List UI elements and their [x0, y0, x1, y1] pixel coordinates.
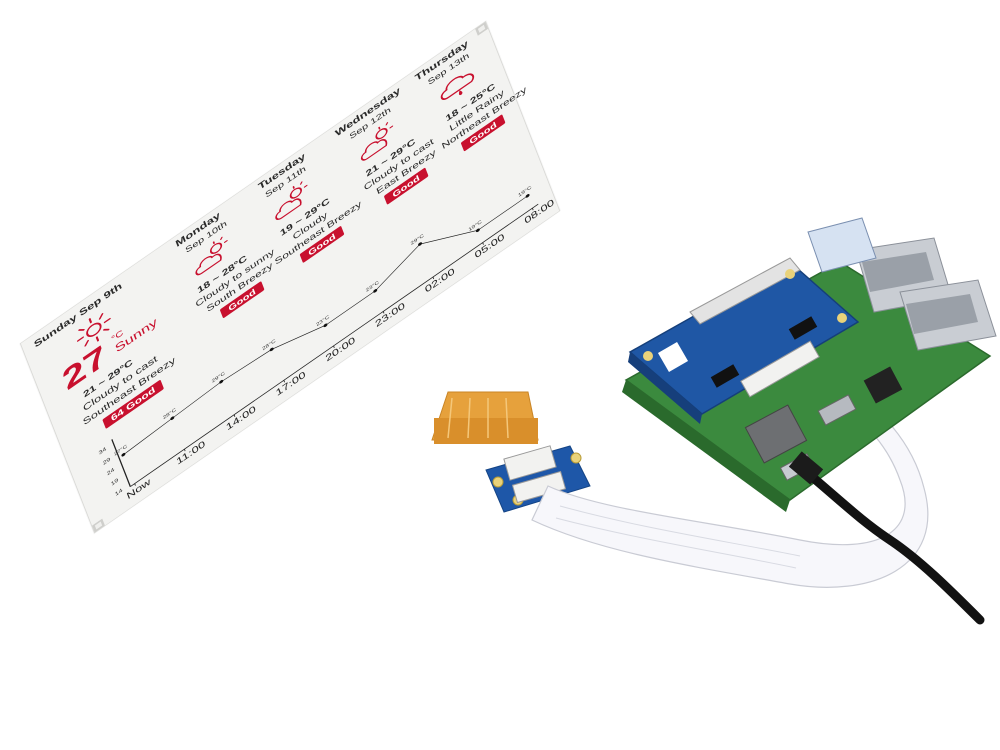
x-tick [482, 242, 484, 245]
y-tick-label: 29 [102, 457, 111, 467]
epaper-driver-hat [628, 257, 860, 424]
y-tick-label: 19 [110, 477, 119, 487]
data-point [219, 379, 224, 384]
raspberry-pi-board [622, 217, 997, 512]
x-tick [432, 276, 435, 280]
interface-switch [788, 316, 818, 340]
data-label: 29°C [410, 233, 425, 246]
data-point [373, 289, 378, 293]
data-label: 29°C [211, 371, 226, 384]
y-tick-label: 14 [114, 488, 123, 498]
power-cable [799, 465, 985, 625]
epaper-display: Sunday Sep 9th 27 °C Sunny 21 ~ 29°C Clo… [19, 20, 561, 534]
y-tick-label: 24 [106, 467, 115, 477]
data-point [121, 452, 126, 457]
audio-jack [863, 366, 903, 404]
temperature-trend-chart: 342924191427°CNow28°C11:0029°C14:0028°C1… [98, 185, 556, 501]
data-label: 19°C [518, 185, 533, 198]
blue-connector [807, 217, 877, 273]
adapter-board [485, 445, 591, 513]
waveshare-logo [657, 341, 689, 373]
x-tick [134, 483, 136, 486]
rain-cloud-icon [440, 73, 475, 100]
partly-cloudy-icon [360, 122, 394, 161]
y-tick-label: 34 [98, 446, 107, 456]
forecast-day: Tuesday Sep 11th 19 ~ 29°C Cloudy Southe… [21, 22, 486, 344]
chart-x-axis [130, 203, 539, 487]
forecast-day: Monday Sep 10th 18 ~ 28°C Cloudy to sunn… [21, 22, 486, 344]
data-point [323, 323, 328, 328]
config-switch [710, 364, 740, 388]
data-point [525, 194, 530, 198]
data-label: 27°C [114, 444, 129, 457]
x-tick [184, 448, 186, 452]
x-tick [333, 345, 335, 349]
hdmi-port [817, 394, 857, 426]
x-tick [283, 380, 285, 383]
partly-cloudy-icon [275, 181, 308, 221]
data-point [170, 416, 175, 421]
x-tick [382, 311, 385, 314]
forecast-day: Thursday Sep 13th 18 ~ 25°C Little Rainy… [21, 22, 528, 344]
x-tick [532, 207, 534, 211]
forecast-day: Wednesday Sep 12th 21 ~ 29°C Cloudy to c… [21, 22, 486, 344]
usb-ports [855, 237, 997, 351]
sun-icon [76, 313, 111, 347]
x-tick [233, 414, 236, 417]
data-point [475, 228, 480, 233]
chart-y-axis [111, 438, 131, 487]
soc-chip [744, 404, 808, 464]
data-point [269, 347, 274, 352]
data-point [418, 242, 423, 246]
partly-cloudy-icon [195, 236, 228, 276]
fpc-socket [740, 340, 820, 398]
data-label: 23°C [365, 280, 380, 293]
data-label: 28°C [162, 408, 177, 421]
data-label: 28°C [262, 339, 277, 352]
data-label: 23°C [316, 315, 331, 328]
